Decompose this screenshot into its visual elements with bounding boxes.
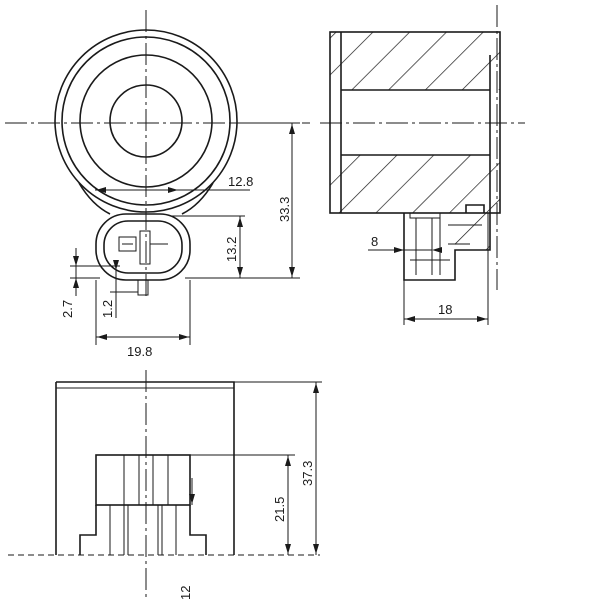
dim-13-2-arrow-bottom (237, 267, 243, 277)
dim-2-7-label: 2.7 (60, 300, 75, 318)
section-hatch-top (330, 32, 500, 90)
bottom-connector-block (95, 454, 191, 506)
dim-21-5-arrow-top (285, 456, 291, 466)
dim-8-arrow-right (432, 247, 442, 253)
dim-33-3-arrow-bottom (289, 267, 295, 277)
coil-bore-circle (109, 84, 183, 158)
dim-12-arrow (189, 494, 195, 504)
dim-37-3-arrow-bottom (313, 544, 319, 554)
side-section-view: 8 18 (320, 5, 525, 325)
dim-21-5-label: 21.5 (272, 497, 287, 522)
dim-1-2-arrow (113, 260, 119, 270)
section-hatch-bottom (330, 155, 500, 213)
dim-18-arrow-right (477, 316, 487, 322)
dim-12-8-arrow-right (168, 187, 178, 193)
connector-outer (95, 213, 191, 281)
connector-pin-left (118, 236, 137, 252)
dim-19-8-label: 19.8 (127, 344, 152, 359)
dim-33-3-label: 33.3 (277, 197, 292, 222)
dim-12-8-arrow-left (96, 187, 106, 193)
dim-2-7-arrow-bottom (73, 278, 79, 288)
bottom-pins (109, 505, 177, 555)
connector-neck (78, 182, 214, 215)
coil-middle-circle (79, 54, 213, 188)
coil-outer-circle (54, 29, 238, 213)
dim-8-label: 8 (371, 234, 378, 249)
dim-8-arrow-left (394, 247, 404, 253)
dim-1-2-label: 1.2 (100, 300, 115, 318)
dim-21-5-arrow-bottom (285, 544, 291, 554)
dim-2-7-arrow-top (73, 256, 79, 266)
front-view: 12.8 33.3 13.2 2.7 1.2 19.8 (5, 10, 310, 359)
coil-outer-circle-inner (61, 36, 231, 206)
bottom-connector-legs (79, 505, 207, 555)
connector-inner (103, 220, 183, 274)
dim-37-3-label: 37.3 (300, 461, 315, 486)
dim-12-label: 12 (178, 586, 193, 600)
bottom-center-pin (138, 454, 154, 506)
dim-37-3-arrow-top (313, 383, 319, 393)
dim-18-label: 18 (438, 302, 452, 317)
bottom-body-outline (55, 381, 235, 555)
bottom-elevation-view: 21.5 37.3 12 (8, 370, 322, 600)
connector-pin-right (139, 230, 151, 265)
dim-13-2-arrow-top (237, 217, 243, 227)
dim-19-8-arrow-right (179, 334, 189, 340)
dim-33-3-arrow-top (289, 124, 295, 134)
dim-19-8-arrow-left (97, 334, 107, 340)
dim-13-2-label: 13.2 (224, 237, 239, 262)
dim-18-arrow-left (405, 316, 415, 322)
side-connector-tab (465, 204, 485, 213)
dim-12-8-label: 12.8 (228, 174, 253, 189)
side-connector-inner (409, 213, 450, 275)
